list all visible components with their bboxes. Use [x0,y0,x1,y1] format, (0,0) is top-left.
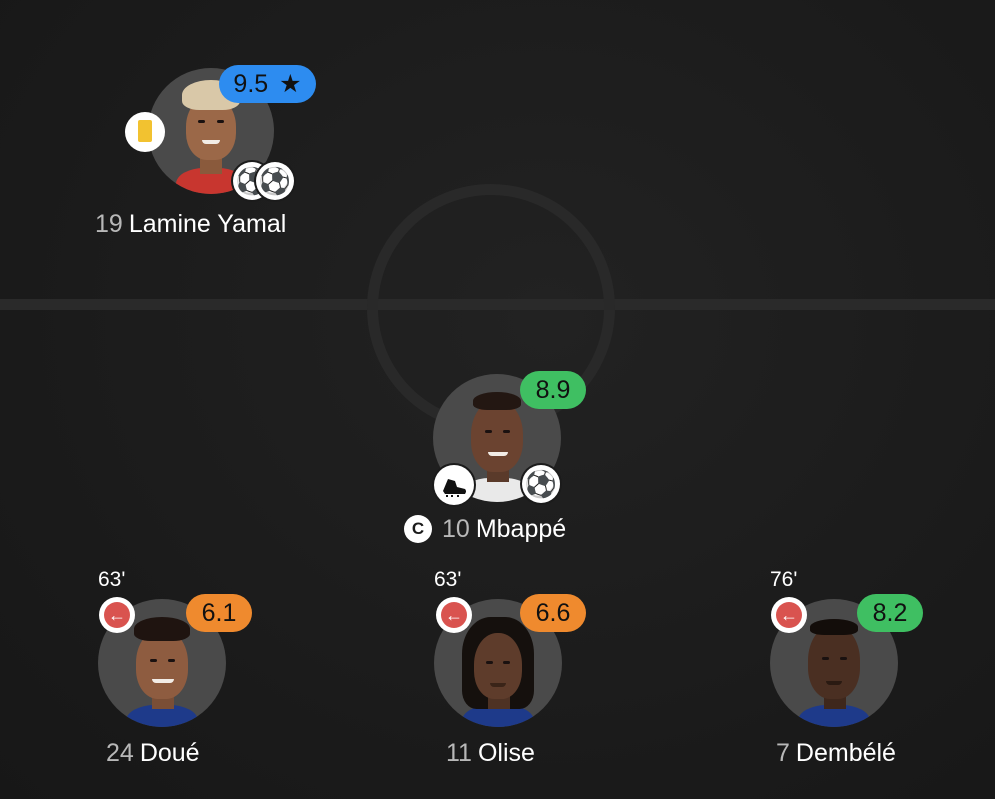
player-rating-badge: 8.2 [857,594,923,632]
yellow-card-icon [125,112,165,152]
player-rating-badge: 8.9 [520,371,586,409]
goal-icon: ⚽ [256,162,294,200]
avatar [770,599,898,727]
shirt-number: 11 [446,739,472,767]
substitution-minute: 76' [770,568,798,591]
player-name: Olise [477,739,535,767]
player-name: Mbappé [475,515,567,543]
player-name: Dembélé [795,739,896,767]
rating-value: 9.5 [233,70,269,98]
player-name: Doué [139,739,200,767]
captain-badge-icon: C [404,515,432,543]
substitution-minute: 63' [98,568,126,591]
substitution-minute: 63' [434,568,462,591]
star-icon: ★ [279,70,302,98]
shirt-number: 19 [95,210,123,238]
player-rating-badge: 9.5 ★ [219,65,316,103]
goal-icon: ⚽ [522,465,560,503]
substitution-out-icon: ← [99,597,135,633]
player-rating-badge: 6.6 [520,594,586,632]
substitution-out-icon: ← [436,597,472,633]
shirt-number: 7 [776,739,790,767]
shirt-number: 10 [442,515,470,543]
assist-boot-icon [434,465,474,505]
player-name: Lamine Yamal [128,210,287,238]
substitution-out-icon: ← [771,597,807,633]
player-rating-badge: 6.1 [186,594,252,632]
shirt-number: 24 [106,739,134,767]
